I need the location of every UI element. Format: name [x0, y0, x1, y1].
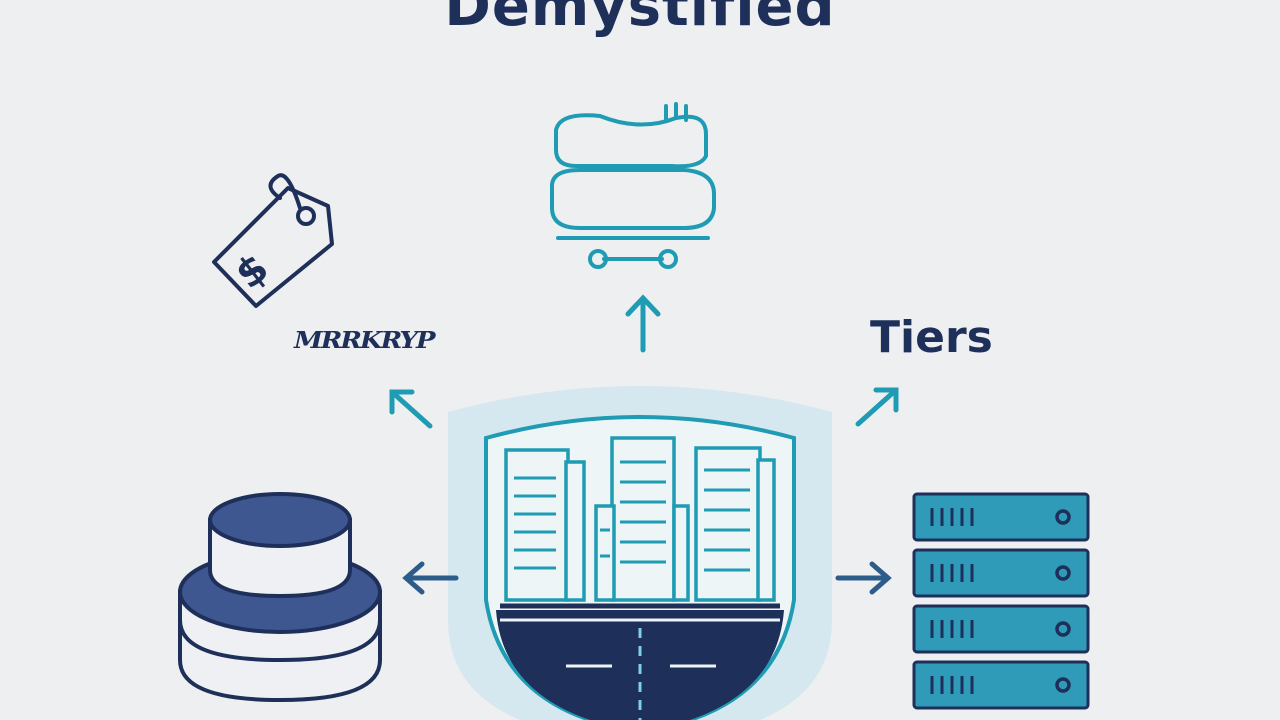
arrow-left-icon — [402, 561, 459, 595]
stacked-storage-cart-icon — [550, 102, 716, 269]
arrow-right-icon — [835, 561, 892, 595]
database-stack-icon — [178, 492, 382, 703]
svg-text:$: $ — [227, 245, 277, 298]
arrow-up-icon — [625, 294, 661, 353]
diagram-title: Demystified — [444, 0, 836, 39]
tiers-label: Tiers — [870, 312, 993, 363]
arrow-up-right-icon — [855, 387, 899, 427]
server-rack-icon — [912, 492, 1090, 710]
price-tag-icon: $ — [212, 173, 334, 308]
city-shield-icon — [448, 386, 832, 720]
scribble-label: MRRKRYP — [294, 327, 436, 355]
arrow-up-left-icon — [389, 389, 433, 429]
